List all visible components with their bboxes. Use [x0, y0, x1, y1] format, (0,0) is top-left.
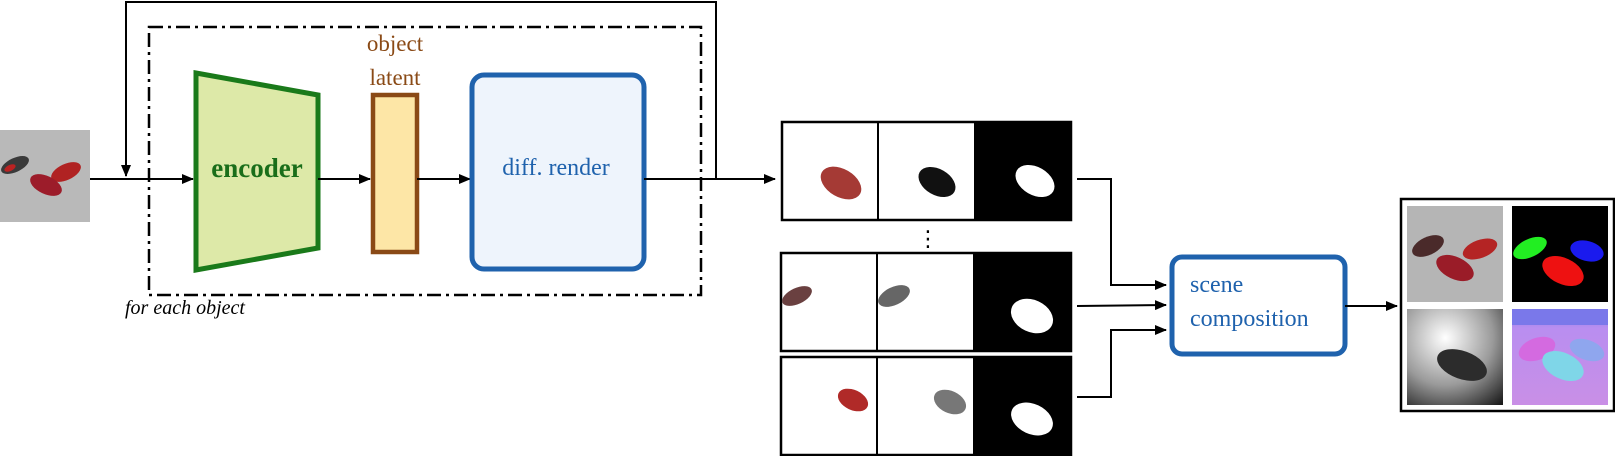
encoder-label: encoder — [211, 153, 302, 183]
object-output-row-2 — [779, 251, 1073, 353]
latent-block: object latent — [367, 31, 424, 255]
scene-label-line2: composition — [1190, 306, 1309, 332]
feedback-arrow — [121, 1, 717, 179]
object-output-row-1 — [780, 120, 1073, 222]
output-depth-image — [1407, 309, 1503, 405]
latent-label-line1: object — [367, 31, 424, 56]
render-block: diff. render — [469, 72, 647, 272]
output-segmentation-image — [1512, 206, 1608, 302]
object-output-row-3 — [779, 355, 1073, 456]
row3-to-scene-arrow — [1077, 325, 1167, 398]
encoder-block: encoder — [193, 70, 321, 273]
composite-output-grid — [1399, 197, 1615, 413]
render-label: diff. render — [502, 155, 610, 181]
scene-label-line1: scene — [1190, 272, 1243, 298]
encoder-shape — [193, 70, 321, 273]
loop-label: for each object — [125, 297, 245, 319]
latent-label-line2: latent — [369, 65, 421, 90]
scene-composition-block: scene composition — [1169, 254, 1348, 357]
row1-to-scene-arrow — [1077, 178, 1167, 290]
latent-vector — [370, 92, 420, 255]
output-normal-image — [1512, 309, 1608, 405]
ellipsis: ⋮ — [917, 227, 939, 252]
render-box — [469, 72, 647, 272]
output-rgb-image — [1407, 206, 1503, 302]
input-image — [0, 130, 90, 222]
row2-to-scene-arrow — [1076, 300, 1167, 311]
loop-region — [147, 25, 703, 297]
